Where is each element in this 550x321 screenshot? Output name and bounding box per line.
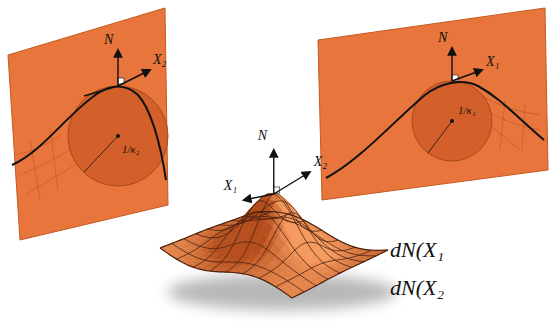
direction-label: X₂ [314,154,327,169]
frame-arrow [273,150,274,194]
grid-line [184,239,316,286]
direction-label: X₁ [486,54,499,69]
normal-arrow [117,50,118,86]
osculating-circle [412,81,492,161]
radius-label: 1/κ₂ [122,143,140,155]
direction-label: X₁ [224,178,237,193]
equation: dN(X₂ [390,276,444,300]
surface-mesh [15,128,75,200]
normal-section-curve [326,82,544,178]
radius-line [428,121,452,153]
normal-plane [318,8,548,200]
equation: dN(X₁ [390,238,444,262]
grid-line [243,216,376,256]
curved-surface [160,194,388,298]
frame-arrow [274,172,310,194]
normal-plane [8,8,168,240]
normal-label: N [104,32,113,47]
normal-section-curve [12,87,166,180]
normal-arrow [451,48,452,81]
grid-line [226,194,322,273]
frame-arrows [244,150,310,200]
radius-label: 1/κ₁ [458,104,476,116]
frame-arrow [244,194,274,200]
direction-arrow [118,70,150,86]
normal-label: N [258,128,267,143]
surface-grid [160,194,388,298]
direction-label: X₂ [153,52,166,67]
normal-label: N [438,30,447,45]
direction-line [84,86,118,96]
grid-line [292,250,388,298]
radius-line [84,136,118,172]
grid-line [210,201,305,271]
grid-line [172,243,304,292]
direction-arrow [452,70,482,81]
grid-line [219,201,352,267]
grid-line [160,248,292,298]
osculating-circle [68,86,168,186]
surface-shadow [167,274,397,310]
